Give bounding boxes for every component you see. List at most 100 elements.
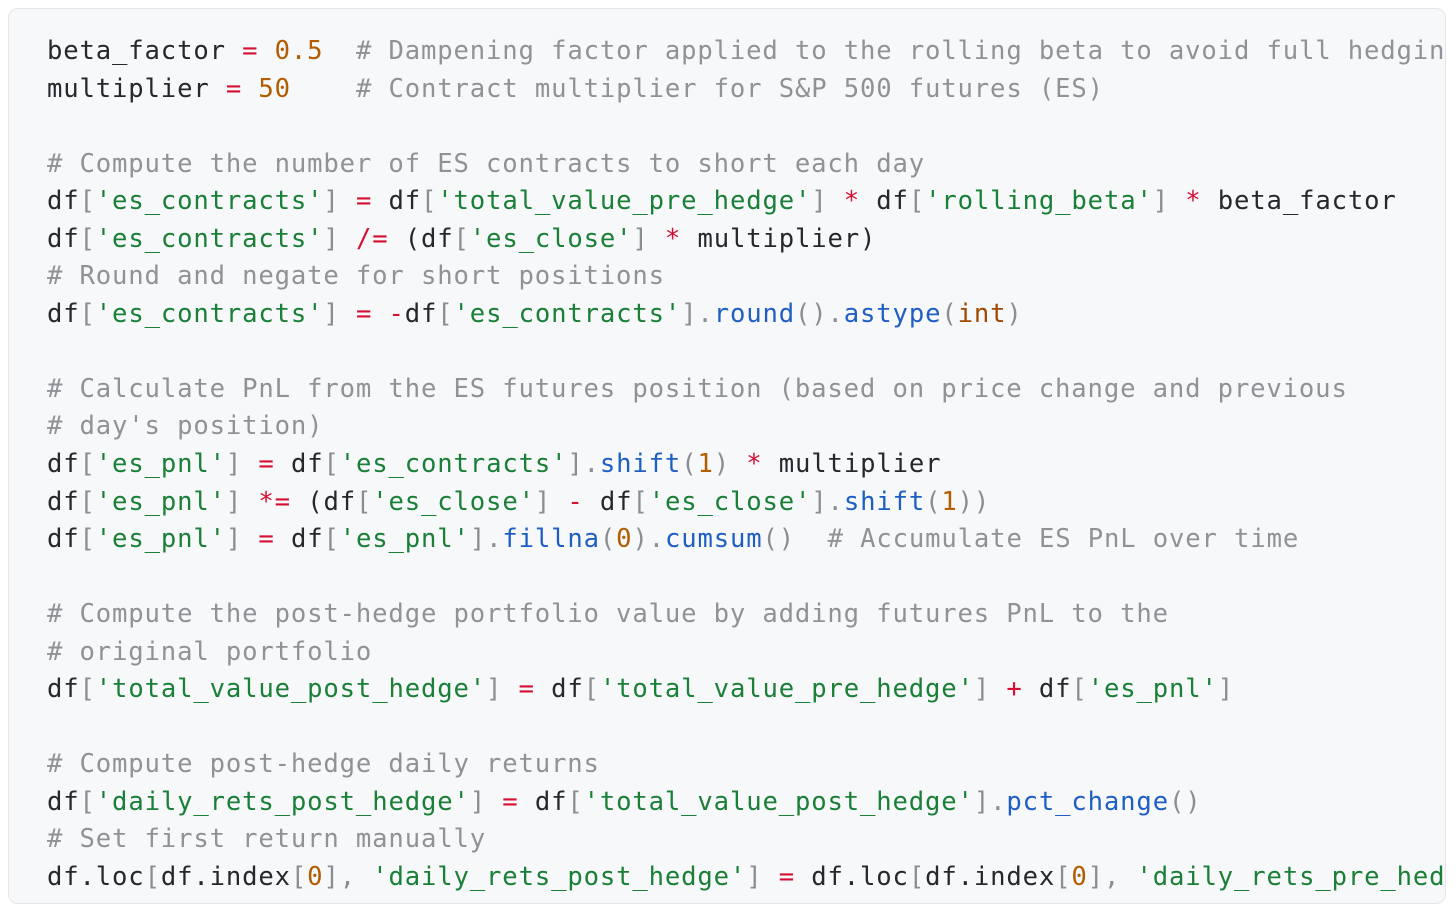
code-line-10: # Calculate PnL from the ES futures posi…: [47, 371, 1445, 409]
code-punctuation: [: [290, 862, 308, 893]
code-number: 0: [1071, 862, 1088, 893]
code-string: 'total_value_pre_hedge': [599, 674, 974, 705]
code-punctuation: [: [632, 486, 649, 517]
code-number: 1: [697, 449, 714, 480]
code-line-20: # Compute post-hedge daily returns: [47, 746, 1445, 784]
code-identifier: df: [47, 298, 80, 329]
code-punctuation: ].: [811, 486, 844, 517]
code-operator: =: [355, 186, 373, 217]
code-comment: # Accumulate ES PnL over time: [827, 524, 1300, 555]
code-punctuation: ]: [534, 486, 552, 517]
code-punctuation: ]: [486, 674, 503, 705]
code-whitespace: [681, 224, 697, 254]
code-number: 50: [258, 73, 291, 104]
code-method: shift: [599, 449, 682, 480]
code-line-1: beta_factor = 0.5 # Dampening factor app…: [47, 33, 1445, 71]
code-operator: =: [518, 674, 535, 705]
code-comment: # Contract multiplier for S&P 500 future…: [355, 73, 1104, 104]
code-line-15: [47, 559, 1445, 597]
code-identifier: df.index: [925, 862, 1056, 893]
code-whitespace: [1202, 186, 1218, 216]
code-comment: # Compute post-hedge daily returns: [47, 749, 600, 780]
code-whitespace: [340, 224, 356, 254]
code-whitespace: [828, 186, 844, 216]
code-comment: # day's position): [47, 411, 324, 442]
code-line-3: [47, 108, 1445, 146]
code-whitespace: [1169, 186, 1185, 216]
code-punctuation: [: [908, 186, 926, 217]
code-punctuation: ]: [1217, 674, 1235, 705]
code-whitespace: [210, 74, 226, 104]
code-whitespace: [291, 74, 356, 104]
code-punctuation: (): [1168, 786, 1202, 817]
code-whitespace: [323, 36, 356, 66]
code-identifier: df: [47, 449, 80, 480]
code-identifier: df.index: [160, 862, 291, 893]
code-number: 0: [616, 524, 633, 555]
code-punctuation: ]: [469, 786, 487, 817]
code-string: 'daily_rets_pre_hedge': [1136, 862, 1446, 893]
code-whitespace: [226, 36, 242, 66]
code-whitespace: [356, 862, 372, 892]
code-comment: # Calculate PnL from the ES futures posi…: [47, 373, 1348, 404]
code-identifier: df.loc: [811, 862, 909, 893]
code-line-7: # Round and negate for short positions: [47, 258, 1445, 296]
code-punctuation: [: [144, 862, 161, 893]
code-punctuation: [: [583, 674, 600, 705]
code-operator: =: [242, 36, 259, 66]
code-punctuation: [: [1055, 862, 1072, 893]
code-string: 'es_contracts': [95, 223, 324, 254]
code-punctuation: (: [599, 524, 617, 555]
code-comment: # Round and negate for short positions: [47, 261, 665, 292]
code-punctuation: ): [713, 449, 730, 480]
code-whitespace: [291, 487, 307, 517]
code-punctuation: [: [79, 486, 96, 517]
code-whitespace: [242, 524, 258, 554]
code-string: 'es_pnl': [339, 524, 470, 555]
code-whitespace: [502, 674, 518, 704]
code-whitespace: [535, 674, 551, 704]
code-whitespace: [340, 186, 356, 216]
code-operator: =: [225, 73, 243, 104]
code-punctuation: [: [323, 524, 340, 555]
code-operator: -: [567, 486, 584, 517]
code-punctuation: [: [79, 524, 96, 555]
code-string: 'es_contracts': [95, 186, 324, 217]
code-punctuation: ]: [225, 449, 243, 480]
code-punctuation: [: [79, 786, 96, 817]
code-operator: =: [258, 449, 275, 480]
code-line-18: df['total_value_post_hedge'] = df['total…: [47, 671, 1445, 709]
code-line-13: df['es_pnl'] *= (df['es_close'] - df['es…: [47, 484, 1445, 522]
code-punctuation: ]: [973, 674, 991, 705]
code-whitespace: [551, 487, 567, 517]
code-identifier: df: [1038, 674, 1072, 705]
code-operator: =: [778, 862, 795, 893]
code-line-22: # Set first return manually: [47, 821, 1445, 859]
code-whitespace: [795, 524, 828, 554]
code-line-4: # Compute the number of ES contracts to …: [47, 146, 1445, 184]
code-line-12: df['es_pnl'] = df['es_contracts'].shift(…: [47, 446, 1445, 484]
code-identifier: multiplier): [697, 223, 877, 254]
code-punctuation: ].: [973, 786, 1007, 817]
code-builtin: int: [957, 298, 1007, 329]
code-identifier: df: [551, 674, 584, 705]
code-punctuation: ].: [681, 298, 714, 329]
code-punctuation: [: [421, 186, 438, 217]
code-identifier: df: [47, 223, 80, 254]
code-string: 'rolling_beta': [925, 186, 1153, 217]
code-punctuation: [: [437, 298, 454, 329]
code-number: 0: [307, 862, 324, 893]
code-identifier: df: [47, 524, 80, 555]
code-operator: *: [746, 449, 763, 480]
code-line-16: # Compute the post-hedge portfolio value…: [47, 596, 1445, 634]
code-whitespace: [649, 224, 665, 254]
code-number: 1: [941, 486, 958, 517]
code-operator: *: [664, 223, 682, 254]
code-string: 'es_pnl': [95, 486, 226, 517]
code-punctuation: [: [79, 449, 96, 480]
code-line-21: df['daily_rets_post_hedge'] = df['total_…: [47, 784, 1445, 822]
code-line-2: multiplier = 50 # Contract multiplier fo…: [47, 71, 1445, 109]
code-whitespace: [584, 487, 600, 517]
code-punctuation: [: [908, 862, 926, 893]
code-whitespace: [275, 524, 291, 554]
